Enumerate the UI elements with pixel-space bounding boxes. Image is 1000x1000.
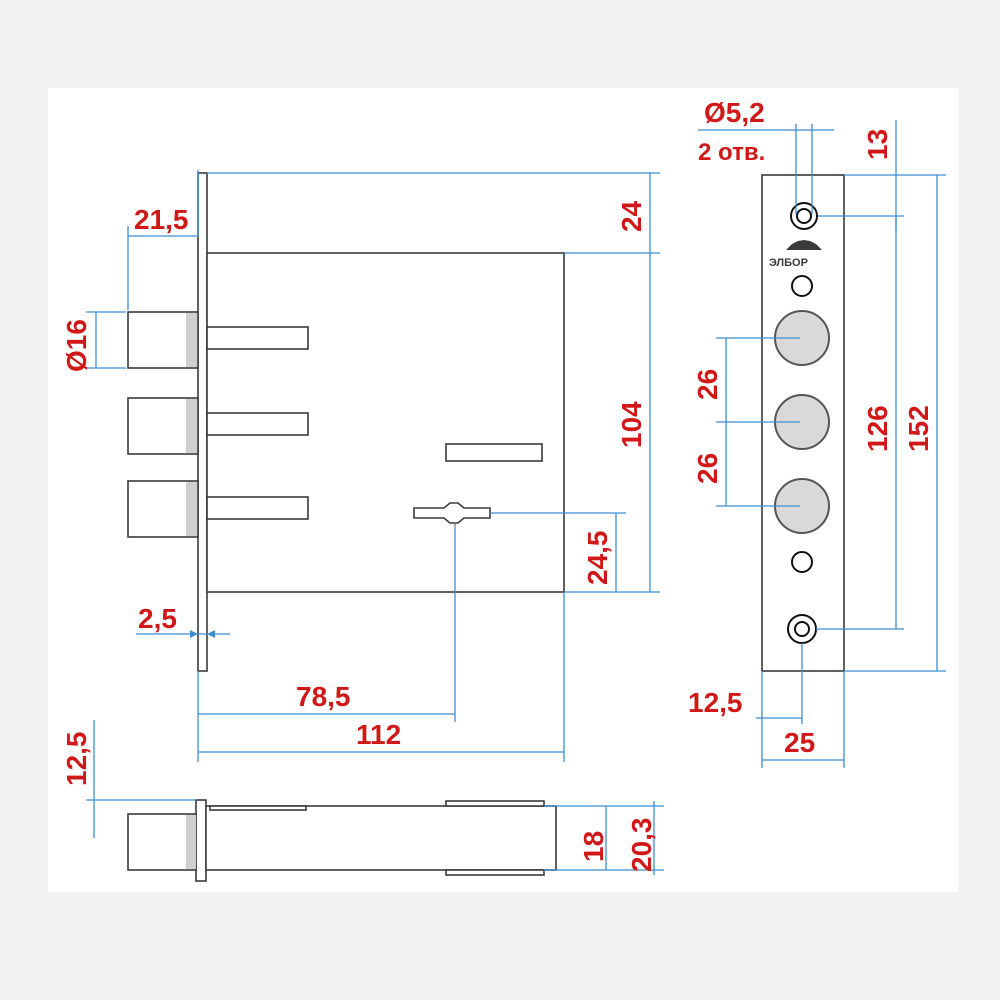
dim-top-offset: 24 [616,200,647,232]
dim-faceplate-width: 25 [784,727,815,758]
top-view [127,799,557,882]
top-bolt-guide [209,805,307,811]
logo-text: ЭЛБОР [769,257,808,269]
key-slot [413,502,491,524]
dim-bolt-spacing-2: 26 [692,453,723,484]
top-faceplate [195,799,207,882]
mount-hole-bottom-inner [794,621,810,637]
dim-side-protrusion: 12,5 [61,732,92,787]
dim-body-height: 104 [616,401,647,448]
dim-bolt-spacing-1: 26 [692,369,723,400]
faceplate-dimensions: Ø5,2 2 отв. 13 126 152 26 26 12,5 25 [688,97,946,768]
dim-hole-spacing: 126 [862,405,893,452]
logo-icon [786,240,822,250]
dim-hole-side-offset: 12,5 [688,687,743,718]
bolt-bar-3 [206,496,309,520]
top-dimensions: 12,5 18 20,3 [61,720,664,875]
top-bolt [127,813,197,871]
dim-bolt-diameter: Ø16 [61,319,92,372]
top-bolt-shade [186,815,196,869]
front-faceplate [197,172,208,672]
bolt-1-shade [186,313,197,367]
dim-backset: 78,5 [296,681,351,712]
dim-hole-count: 2 отв. [698,139,765,166]
dim-faceplate-thickness: 2,5 [138,603,177,634]
dim-total-depth: 20,3 [626,818,657,873]
bolt-2-shade [186,399,197,453]
front-view [127,172,565,672]
mount-hole-top-inner [796,208,812,224]
bolt-bar-2 [206,412,309,436]
dim-bolt-protrusion: 21,5 [134,204,189,235]
small-hole-top [791,275,813,297]
dim-body-width: 112 [356,719,401,750]
dim-key-offset: 24,5 [582,531,613,586]
faceplate-view: ЭЛБОР [761,174,845,672]
small-hole-bottom [791,551,813,573]
bolt-3-shade [186,482,197,536]
top-latch-edge-top [445,800,545,807]
dim-hole-top-offset: 13 [862,129,893,160]
front-dimensions: 21,5 Ø16 24 104 24,5 2,5 78,5 112 [61,170,660,762]
bolt-bar-1 [206,326,309,350]
dim-case-depth: 18 [578,831,609,862]
latch-slot [445,443,543,462]
dim-hole-diameter: Ø5,2 [704,97,765,128]
dim-faceplate-length: 152 [903,405,934,452]
top-body [205,805,557,871]
top-latch-edge-bottom [445,869,545,876]
